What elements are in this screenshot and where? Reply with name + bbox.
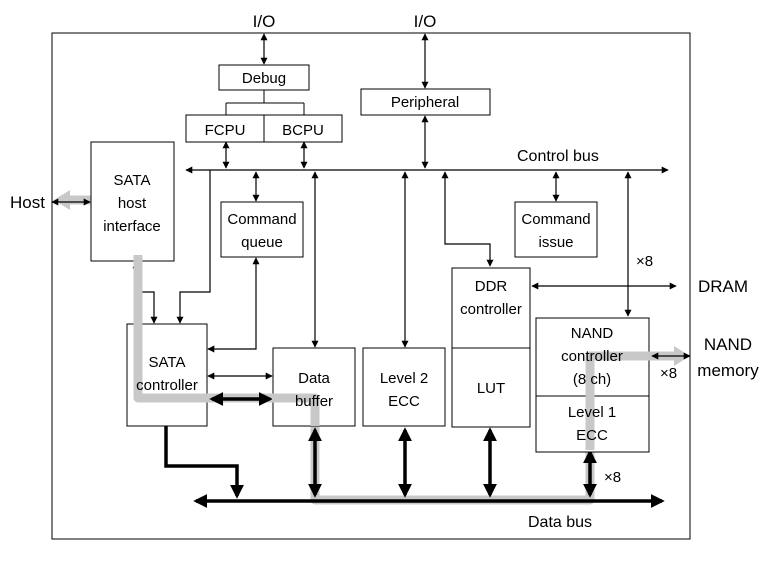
debug-to-cpu-lines xyxy=(225,90,305,115)
x8-bottom-label: ×8 xyxy=(604,469,621,486)
host-label: Host xyxy=(10,193,45,212)
bcpu-block xyxy=(263,114,343,143)
data-buffer-label-1: Data xyxy=(298,370,330,387)
dram-label: DRAM xyxy=(698,277,748,296)
control-bus-label: Control bus xyxy=(517,148,599,165)
sata-controller-label-1: SATA xyxy=(149,354,186,371)
x8-dram-label: ×8 xyxy=(636,253,653,270)
nand-controller-label-1: NAND xyxy=(571,325,614,342)
level1-ecc-label-1: Level 1 xyxy=(568,404,616,421)
sata-host-interface-label-1: SATA xyxy=(114,172,151,189)
peripheral-block xyxy=(360,88,491,116)
level2-ecc-label-2: ECC xyxy=(388,393,420,410)
ddr-controller-label-2: controller xyxy=(460,301,522,318)
chip-boundary xyxy=(51,32,691,540)
lut-label: LUT xyxy=(477,380,505,397)
level2-ecc-block xyxy=(362,347,446,427)
sata-controller-label-2: controller xyxy=(136,377,198,394)
ddr-controller-block xyxy=(451,267,531,349)
debug-block xyxy=(218,64,310,91)
command-queue-label-2: queue xyxy=(241,234,283,251)
data-buffer-label-2: buffer xyxy=(295,393,333,410)
host-arrowhead-gray xyxy=(54,190,70,210)
io-left-label: I/O xyxy=(253,12,276,31)
command-issue-block xyxy=(514,201,598,258)
debug-label: Debug xyxy=(242,70,286,87)
command-issue-label-1: Command xyxy=(521,211,590,228)
command-queue-block xyxy=(220,201,304,258)
fcpu-block xyxy=(185,114,265,143)
nand-memory-label-line2: memory xyxy=(697,361,759,380)
level2-ecc-label-1: Level 2 xyxy=(380,370,428,387)
level1-ecc-label-2: ECC xyxy=(576,427,608,444)
nand-controller-label-3: (8 ch) xyxy=(573,371,611,388)
nand-controller-label-2: controller xyxy=(561,348,623,365)
command-issue-label-2: issue xyxy=(538,234,573,251)
peripheral-label: Peripheral xyxy=(391,94,459,111)
control-bus-links xyxy=(132,115,677,380)
fcpu-label: FCPU xyxy=(205,122,246,139)
command-queue-label-1: Command xyxy=(227,211,296,228)
sata-host-interface-label-2: host xyxy=(118,195,147,212)
lut-block xyxy=(451,347,531,428)
io-right-label: I/O xyxy=(414,12,437,31)
sata-host-interface-block xyxy=(90,141,175,262)
data-path-highlight-inner xyxy=(133,255,650,450)
data-bus-label: Data bus xyxy=(528,514,592,531)
ddr-controller-label-1: DDR xyxy=(475,278,508,295)
heavy-data-links xyxy=(164,392,665,508)
sata-host-interface-label-3: interface xyxy=(103,218,161,235)
x8-nand-label: ×8 xyxy=(660,365,677,382)
nand-memory-label-line1: NAND xyxy=(704,335,752,354)
bcpu-label: BCPU xyxy=(282,122,324,139)
